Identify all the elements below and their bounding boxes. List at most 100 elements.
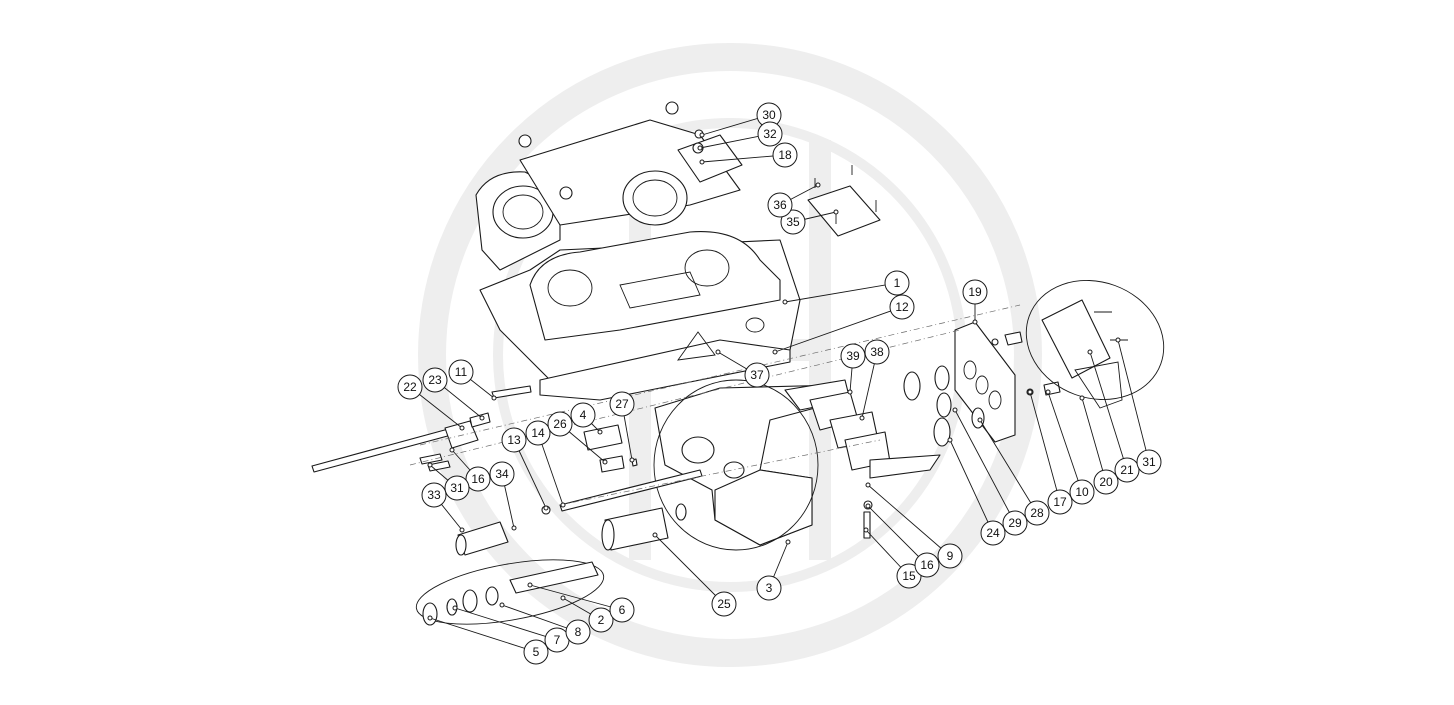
callout-leader — [1117, 339, 1150, 463]
fitting-34 — [455, 521, 509, 556]
callout-anchor-dot — [815, 182, 821, 188]
callout-label: 33 — [427, 488, 441, 502]
callout-anchor-dot — [865, 482, 871, 488]
callout-anchor-dot — [863, 527, 869, 533]
callout-anchor-dot — [499, 602, 505, 608]
callout-32: 32 — [697, 121, 783, 151]
callout-label: 6 — [619, 603, 626, 617]
callout-20: 20 — [1079, 395, 1119, 495]
callout-label: 17 — [1053, 495, 1067, 509]
callout-anchor-dot — [602, 459, 608, 465]
callout-label: 8 — [575, 625, 582, 639]
callout-leader — [774, 306, 903, 353]
callout-anchor-dot — [543, 505, 549, 511]
callout-label: 22 — [403, 380, 417, 394]
callout-label: 34 — [495, 467, 509, 481]
callout-leader — [501, 604, 579, 633]
callout-8: 8 — [499, 602, 591, 645]
callout-circle — [1114, 457, 1140, 483]
callout-1: 1 — [782, 270, 910, 305]
callout-leader — [784, 282, 898, 303]
callout-label: 9 — [947, 549, 954, 563]
callout-label: 21 — [1120, 463, 1134, 477]
callout-19: 19 — [962, 279, 988, 325]
callout-circle — [1047, 489, 1073, 515]
callout-circle — [422, 367, 448, 393]
callout-36: 36 — [767, 182, 821, 218]
callout-label: 2 — [598, 613, 605, 627]
callout-31: 31 — [427, 462, 470, 501]
callout-circle — [767, 192, 793, 218]
callout-anchor-dot — [833, 209, 839, 215]
callout-circle — [1069, 479, 1095, 505]
callout-11: 11 — [448, 359, 497, 401]
callout-6: 6 — [527, 582, 635, 623]
callout-17: 17 — [1027, 389, 1073, 515]
callout-circle — [444, 475, 470, 501]
callout-label: 20 — [1099, 475, 1113, 489]
callout-22: 22 — [397, 374, 465, 431]
coupler-frame — [475, 101, 801, 401]
callout-28: 28 — [977, 417, 1050, 526]
callout-circle — [523, 639, 549, 665]
callout-label: 32 — [763, 127, 777, 141]
callout-39: 39 — [840, 343, 866, 395]
callout-circle — [547, 411, 573, 437]
fitting-4-27 — [583, 424, 638, 473]
manifold-plate-19 — [903, 321, 1061, 447]
callout-anchor-dot — [859, 415, 865, 421]
cover-plate-37 — [807, 165, 881, 237]
callout-anchor-dot — [865, 503, 871, 509]
callout-circle — [448, 359, 474, 385]
callout-label: 37 — [750, 368, 764, 382]
callout-circle — [889, 294, 915, 320]
callout-circle — [397, 374, 423, 400]
callout-label: 12 — [895, 300, 909, 314]
callout-label: 24 — [986, 526, 1000, 540]
callout-25: 25 — [652, 532, 737, 617]
callout-24: 24 — [947, 437, 1006, 546]
callout-anchor-dot — [1079, 395, 1085, 401]
callout-anchor-dot — [459, 425, 465, 431]
callout-27: 27 — [609, 391, 635, 463]
callout-circle — [937, 543, 963, 569]
callout-label: 11 — [455, 365, 468, 379]
callout-label: 19 — [968, 285, 982, 299]
callout-label: 1 — [894, 276, 901, 290]
callout-leader — [529, 584, 623, 611]
callout-anchor-dot — [697, 145, 703, 151]
callout-16: 16 — [449, 447, 491, 492]
callout-leader — [954, 409, 1016, 524]
callout-circle — [501, 427, 527, 453]
callout-anchor-dot — [452, 605, 458, 611]
callout-label: 29 — [1008, 516, 1022, 530]
callout-anchor-dot — [1087, 349, 1093, 355]
callout-33: 33 — [421, 482, 465, 533]
callout-leader — [513, 439, 547, 509]
callout-label: 3 — [766, 581, 773, 595]
callout-anchor-dot — [560, 502, 566, 508]
callout-anchor-dot — [772, 349, 778, 355]
callout-label: 30 — [762, 108, 776, 122]
callout-circle — [1024, 500, 1050, 526]
callout-label: 26 — [553, 417, 567, 431]
callout-label: 10 — [1075, 485, 1089, 499]
callout-label: 39 — [846, 349, 860, 363]
cover-plate-18 — [677, 129, 743, 183]
callout-anchor-dot — [560, 595, 566, 601]
callout-anchor-dot — [782, 299, 788, 305]
callout-9: 9 — [865, 482, 963, 569]
callout-circle — [465, 466, 491, 492]
callout-label: 38 — [870, 345, 884, 359]
callout-anchor-dot — [715, 349, 721, 355]
callout-circle — [757, 121, 783, 147]
callout-23: 23 — [422, 367, 485, 421]
callout-label: 13 — [507, 433, 521, 447]
callout-circle — [525, 420, 551, 446]
callout-37: 37 — [715, 349, 770, 388]
callout-anchor-dot — [427, 462, 433, 468]
callout-circle — [1093, 469, 1119, 495]
callout-anchor-dot — [1115, 337, 1121, 343]
